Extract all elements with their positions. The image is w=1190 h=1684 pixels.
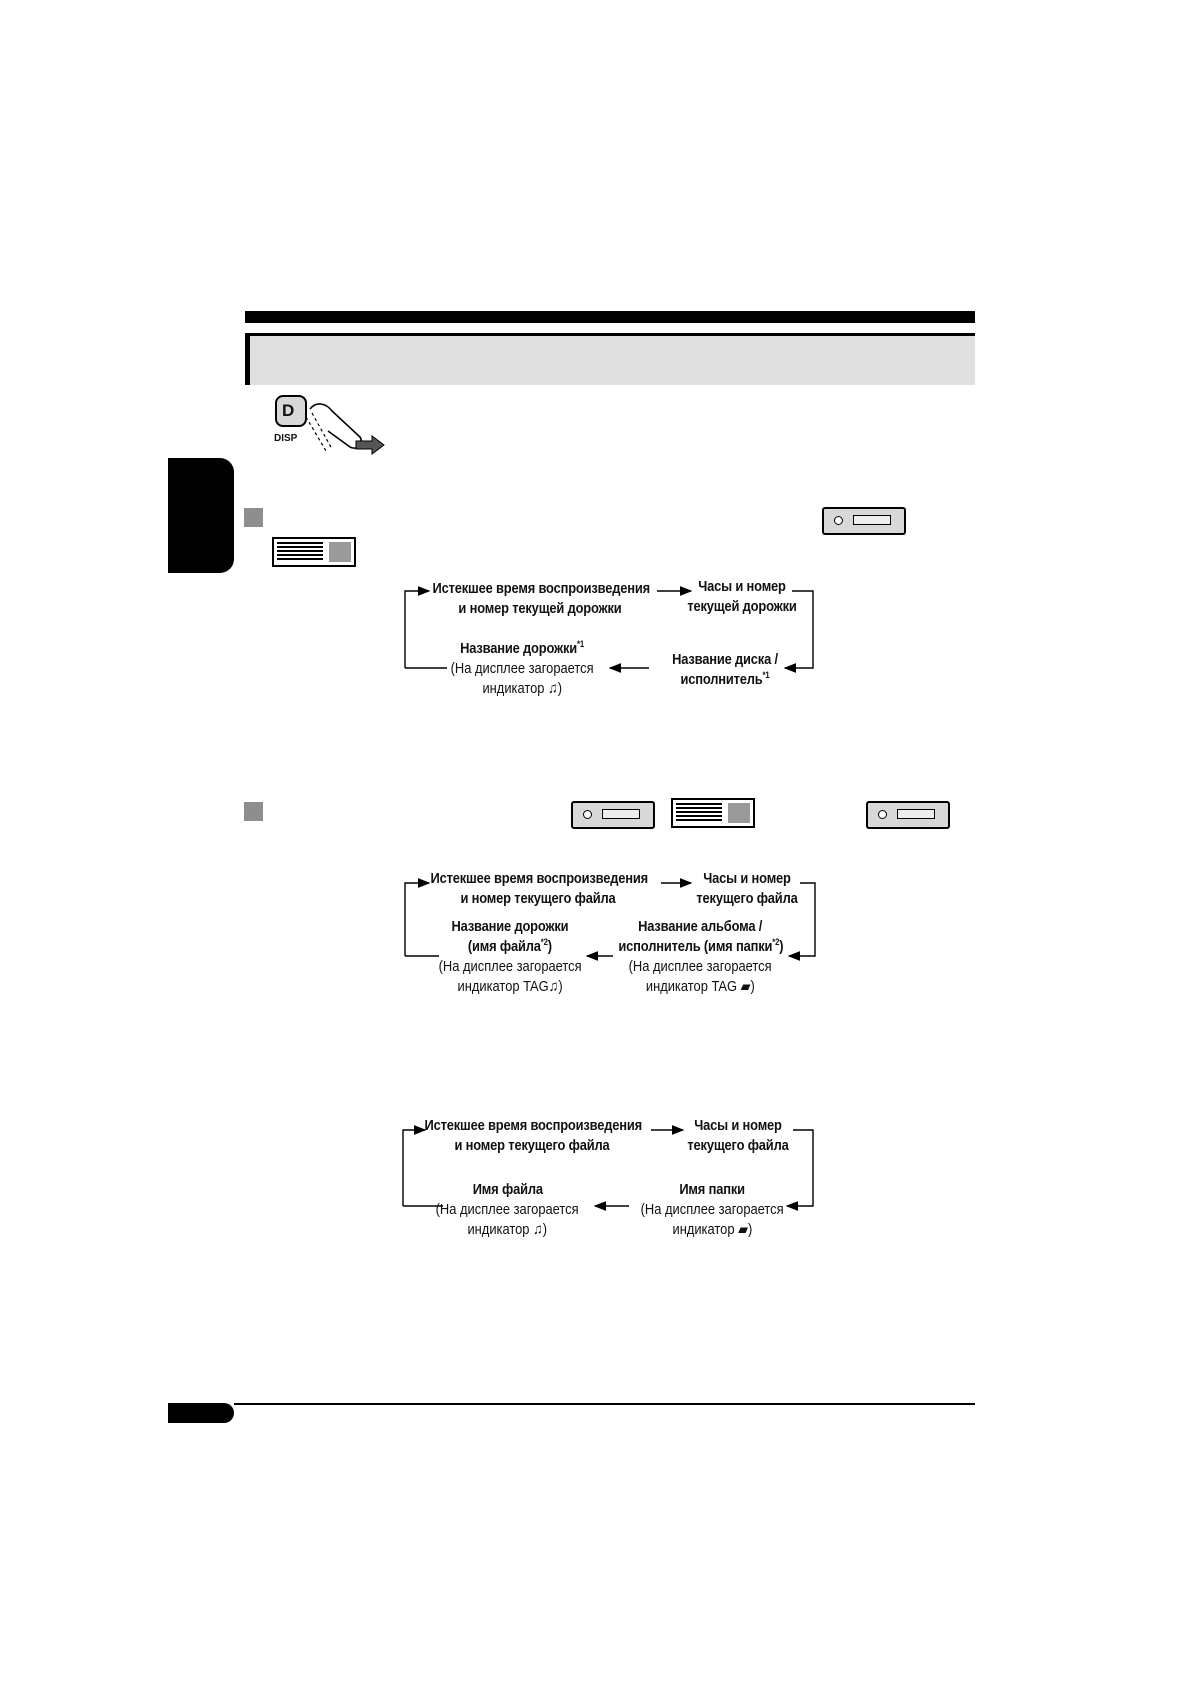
flow-mp3-tag-track: Название дорожки (имя файла*2) (На диспл… (438, 918, 582, 995)
flow-cd-track-title: Название дорожки*1 (На дисплее загораетс… (450, 639, 594, 698)
flow-cd-disc-title: Название диска /исполнитель*1 (672, 651, 778, 688)
flow-mp3-notag-folder: Имя папки (На дисплее загорается индикат… (640, 1181, 784, 1238)
disp-button-caption: DISP (274, 433, 298, 444)
section-2-bullet (244, 802, 263, 821)
page-number-tab (168, 1403, 234, 1423)
title-band (245, 333, 975, 385)
language-side-tab (168, 458, 234, 573)
folder-icon: ▰ (737, 1221, 748, 1238)
display-panel-icon (272, 537, 356, 567)
folder-icon: ▰ (740, 978, 751, 995)
disp-button-illustration: D DISP (270, 393, 390, 463)
section-1-bullet (244, 508, 263, 527)
disp-button-letter: D (282, 401, 295, 420)
flow-mp3-tag-album: Название альбома / исполнитель (имя папк… (618, 918, 784, 995)
music-note-icon: ♫ (548, 978, 559, 995)
footer-rule (234, 1403, 975, 1405)
flow-mp3-notag-file: Имя файла (На дисплее загорается индикат… (435, 1181, 579, 1238)
finger-press-icon (275, 395, 385, 455)
display-panel-icon (671, 798, 755, 828)
receiver-icon (571, 801, 655, 829)
receiver-icon (822, 507, 906, 535)
music-note-icon: ♫ (548, 680, 558, 697)
header-rule (245, 311, 975, 323)
receiver-icon (866, 801, 950, 829)
music-note-icon: ♫ (533, 1221, 543, 1238)
